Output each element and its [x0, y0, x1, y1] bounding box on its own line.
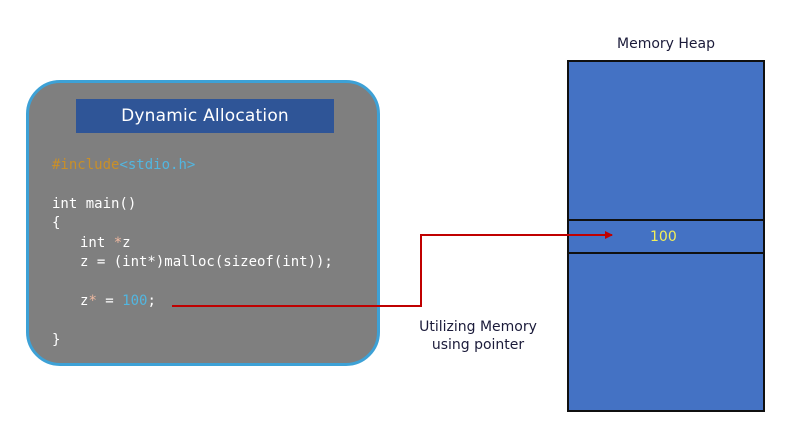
- declaration-star: *: [113, 235, 123, 251]
- pointer-arrow-line: [172, 231, 613, 307]
- malloc-line: z = (int*)malloc(sizeof(int));: [80, 254, 333, 270]
- close-brace: }: [52, 332, 61, 348]
- assignment-value: 100: [122, 293, 148, 309]
- open-brace: {: [52, 215, 61, 231]
- heap-cell: [567, 219, 765, 254]
- assignment-star: *: [88, 293, 97, 309]
- declaration-line: int *z: [80, 234, 131, 252]
- heap-title: Memory Heap: [617, 36, 715, 52]
- declaration-type: int: [80, 235, 114, 251]
- assignment-op: =: [96, 293, 123, 309]
- include-directive: #include: [52, 157, 120, 173]
- include-line: #include<stdio.h>: [52, 156, 195, 174]
- declaration-var: z: [122, 235, 131, 251]
- include-header: <stdio.h>: [119, 157, 196, 173]
- assignment-var: z: [80, 293, 89, 309]
- assignment-end: ;: [147, 293, 156, 309]
- assignment-line: z* = 100;: [80, 292, 156, 310]
- panel-title: Dynamic Allocation: [76, 99, 334, 133]
- caption-line-1: Utilizing Memory: [419, 319, 537, 335]
- arrow-caption: Utilizing Memory using pointer: [392, 318, 564, 354]
- main-signature: int main(): [52, 196, 137, 212]
- caption-line-2: using pointer: [431, 337, 525, 353]
- heap-cell-value: 100: [650, 229, 677, 245]
